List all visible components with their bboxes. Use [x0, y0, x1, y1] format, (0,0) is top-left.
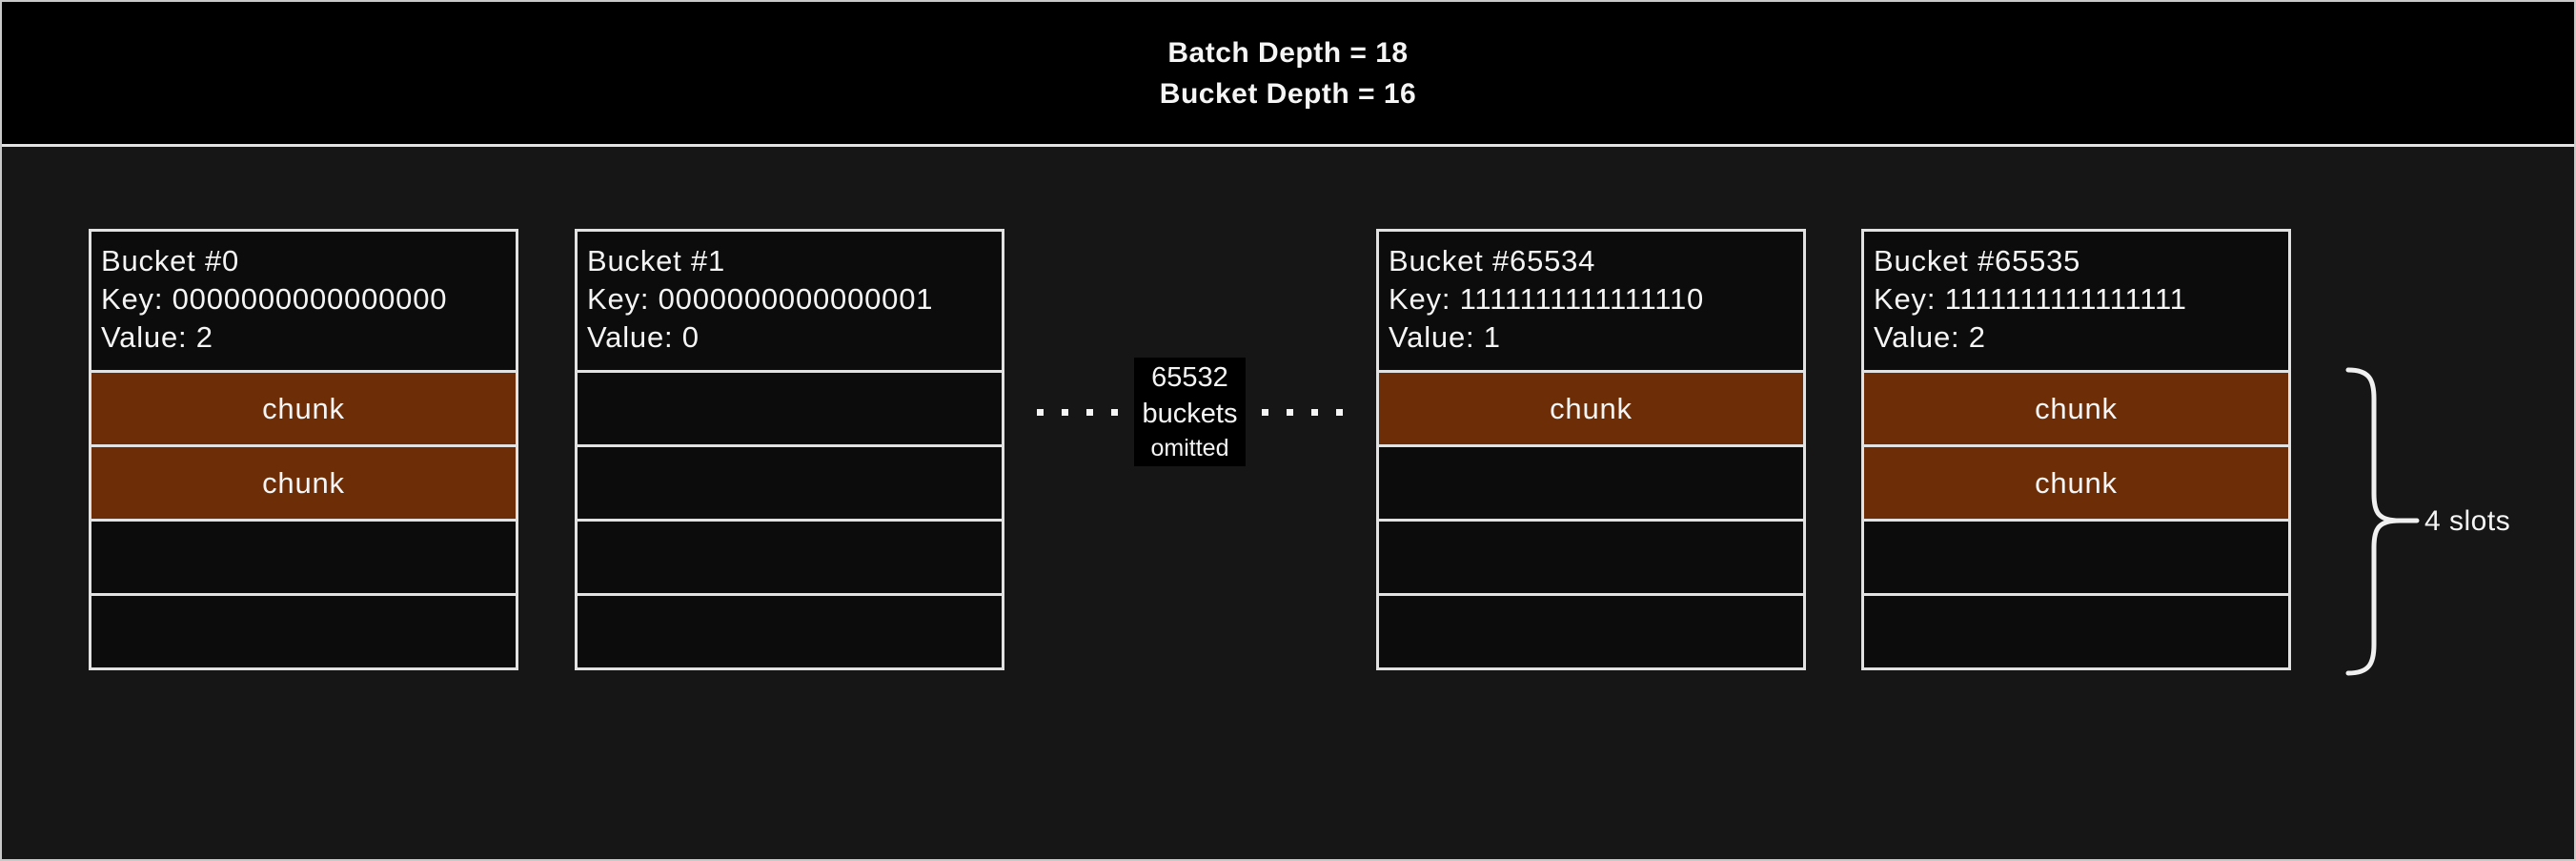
bucket-65535-slot-4 [1861, 593, 2291, 670]
omitted-count: 65532 [1151, 362, 1228, 393]
bucket-1-slot-3 [575, 519, 1004, 596]
bucket-1-key: Key: 0000000000000001 [587, 282, 934, 316]
bucket-65535-slot-2: chunk [1861, 444, 2291, 522]
dot [1287, 408, 1294, 416]
bucket-65534-header: Bucket #65534 Key: 1111111111111110 Valu… [1376, 229, 1806, 373]
omitted-word-omitted: omitted [1150, 435, 1229, 461]
batch-depth-text: Batch Depth = 18 [1167, 36, 1409, 69]
bucket-1-header: Bucket #1 Key: 0000000000000001 Value: 0 [575, 229, 1004, 373]
omitted-dots-right [1262, 408, 1344, 416]
dot [1262, 408, 1269, 416]
bucket-65535: Bucket #65535 Key: 1111111111111111 Valu… [1861, 229, 2291, 670]
bucket-65535-slot-1: chunk [1861, 370, 2291, 447]
bucket-65535-value: Value: 2 [1874, 320, 1986, 354]
four-slots-brace-icon [2345, 367, 2420, 676]
bucket-0: Bucket #0 Key: 0000000000000000 Value: 2… [89, 229, 518, 670]
dot [1311, 408, 1319, 416]
bucket-0-slot-2: chunk [89, 444, 518, 522]
bucket-65535-title: Bucket #65535 [1874, 244, 2081, 277]
bucket-65535-key: Key: 1111111111111111 [1874, 282, 2187, 316]
bucket-0-header: Bucket #0 Key: 0000000000000000 Value: 2 [89, 229, 518, 373]
bucket-65534-key: Key: 1111111111111110 [1389, 282, 1705, 316]
four-slots-label: 4 slots [2424, 505, 2511, 537]
bucket-0-slot-3 [89, 519, 518, 596]
bucket-65534-slot-3 [1376, 519, 1806, 596]
omitted-dots-left [1036, 408, 1118, 416]
bucket-0-slot-1: chunk [89, 370, 518, 447]
bucket-65534-slot-2 [1376, 444, 1806, 522]
bucket-0-slot-4 [89, 593, 518, 670]
bucket-0-key: Key: 0000000000000000 [101, 282, 448, 316]
bucket-65534-slot-4 [1376, 593, 1806, 670]
omitted-word-buckets: buckets [1142, 399, 1238, 429]
omitted-buckets-note: 65532 buckets omitted [1004, 357, 1375, 467]
bucket-0-value: Value: 2 [101, 320, 213, 354]
bucket-65534: Bucket #65534 Key: 1111111111111110 Valu… [1376, 229, 1806, 670]
bucket-0-title: Bucket #0 [101, 244, 240, 277]
dot [1085, 408, 1093, 416]
omitted-count-box: 65532 buckets omitted [1133, 358, 1247, 466]
dot [1036, 408, 1044, 416]
dot [1061, 408, 1068, 416]
bucket-1-slot-2 [575, 444, 1004, 522]
bucket-1-title: Bucket #1 [587, 244, 726, 277]
dot [1110, 408, 1118, 416]
bucket-1-slot-4 [575, 593, 1004, 670]
bucket-1-slot-1 [575, 370, 1004, 447]
depth-header-panel: Batch Depth = 18 Bucket Depth = 16 [2, 2, 2574, 147]
bucket-65534-value: Value: 1 [1389, 320, 1501, 354]
bucket-65535-header: Bucket #65535 Key: 1111111111111111 Valu… [1861, 229, 2291, 373]
bucket-depth-text: Bucket Depth = 16 [1159, 77, 1417, 110]
bucket-1: Bucket #1 Key: 0000000000000001 Value: 0 [575, 229, 1004, 670]
bucket-65534-slot-1: chunk [1376, 370, 1806, 447]
bucket-65534-title: Bucket #65534 [1389, 244, 1596, 277]
dot [1336, 408, 1344, 416]
bucket-65535-slot-3 [1861, 519, 2291, 596]
bucket-1-value: Value: 0 [587, 320, 700, 354]
